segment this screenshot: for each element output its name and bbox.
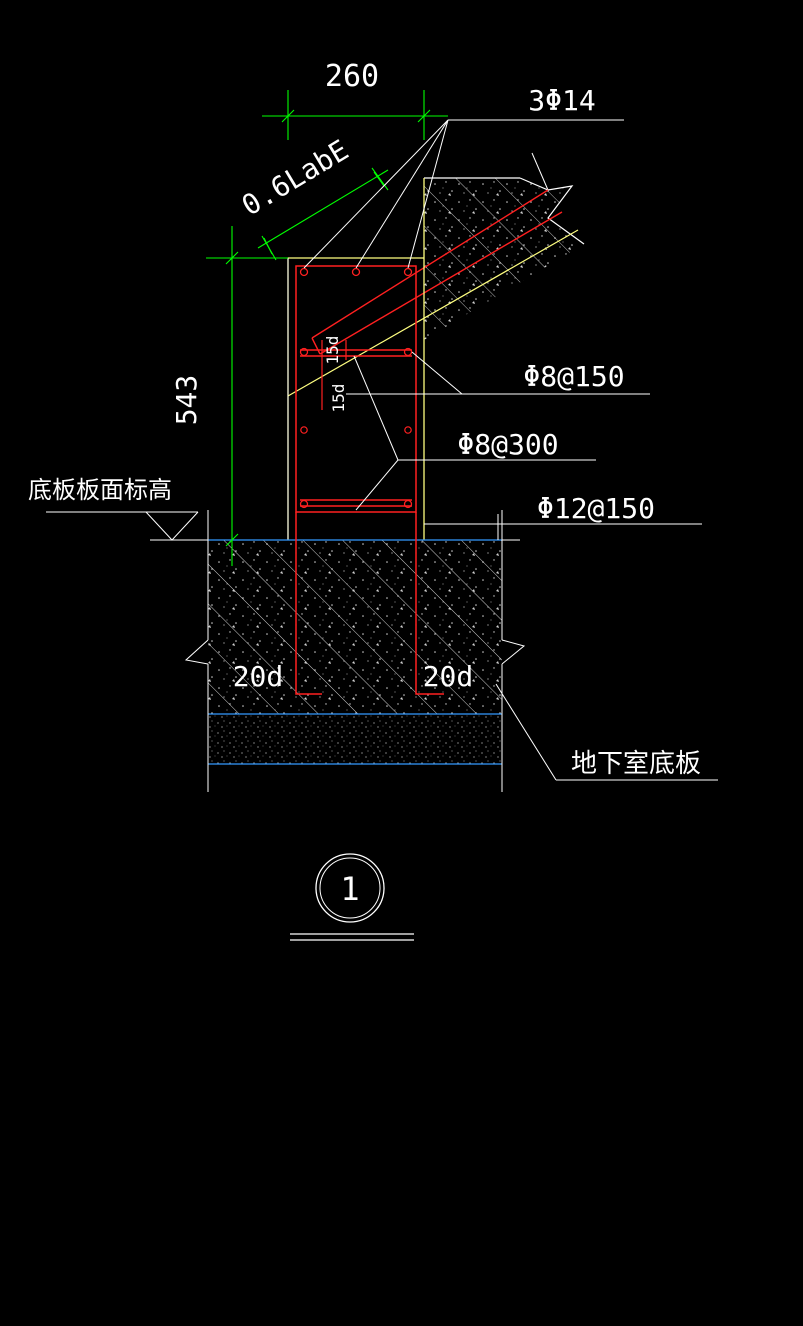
- dimension-lines: [206, 90, 448, 566]
- top-rebar-label: 3Φ14: [528, 84, 595, 117]
- slab-top-elevation-note: 底板板面标高: [28, 476, 172, 504]
- dimension-width-label: 260: [325, 59, 379, 94]
- detail-number: 1: [340, 870, 359, 908]
- dimension-height-label: 543: [170, 375, 203, 426]
- bottom-rebar-label: Φ12@150: [537, 492, 655, 525]
- hook-length-label-right: 20d: [423, 660, 474, 693]
- basement-slab-note: 地下室底板: [571, 749, 701, 779]
- leader-lines: [46, 119, 718, 781]
- dimension-anchorage-label: 0.6LabE: [236, 133, 354, 222]
- hook-length-label-left: 20d: [233, 660, 284, 693]
- detail-marker: 1: [290, 853, 414, 941]
- lap-length-label-upper: 15d: [323, 336, 342, 365]
- basement-slab: [150, 510, 526, 792]
- lap-length-label-lower: 15d: [329, 384, 348, 413]
- stirrup-150-label: Φ8@150: [523, 360, 624, 393]
- sloped-slab: [287, 152, 585, 397]
- stirrup-300-label: Φ8@300: [457, 428, 558, 461]
- beam-section: [287, 178, 425, 540]
